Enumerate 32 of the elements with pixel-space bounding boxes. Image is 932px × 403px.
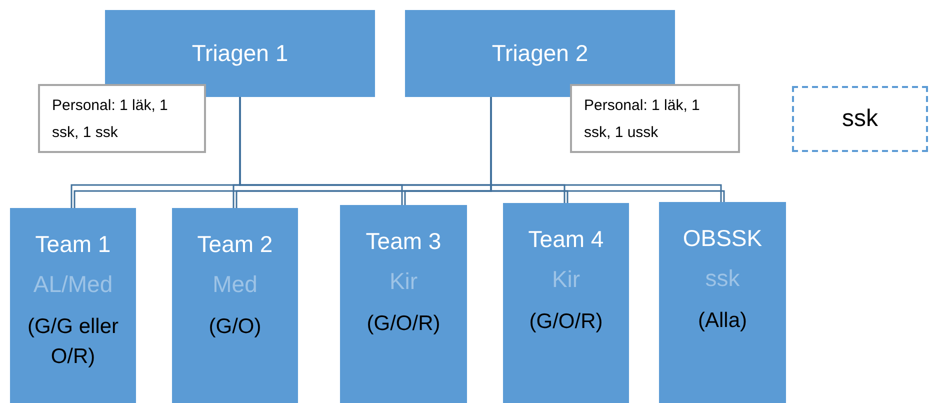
team-box: [340, 205, 467, 403]
team-title: OBSSK: [682, 224, 762, 253]
team-note: (G/G eller O/R): [26, 314, 120, 370]
team-subtitle: AL/Med: [33, 270, 113, 299]
box-label: Triagen 1: [192, 39, 288, 68]
team-title: Team 3: [366, 227, 442, 256]
team-subtitle: Kir: [389, 267, 418, 296]
triage-box: [405, 10, 675, 97]
team-box: [10, 208, 136, 403]
box-label: Triagen 2: [492, 39, 588, 68]
team-note: (G/O/R): [366, 311, 440, 337]
team-box: [172, 208, 298, 403]
team-title: Team 2: [197, 230, 273, 259]
team-title: Team 4: [528, 225, 604, 254]
note-box: [570, 84, 740, 153]
team-subtitle: ssk: [705, 264, 740, 293]
team-box: [659, 202, 786, 403]
note-text: Personal: 1 läk, 1 ssk, 1 ssk: [52, 96, 168, 142]
triage-box: [105, 10, 375, 97]
team-note: (G/O): [208, 314, 262, 340]
team-subtitle: Med: [212, 270, 258, 299]
note-text: Personal: 1 läk, 1 ssk, 1 ussk: [584, 96, 701, 142]
dashed-box: [792, 86, 928, 152]
connector-line: [239, 97, 722, 202]
team-note: (G/O/R): [529, 309, 603, 335]
team-title: Team 1: [35, 230, 111, 259]
team-subtitle: Kir: [552, 265, 580, 294]
box-label: ssk: [842, 104, 878, 134]
team-box: [503, 203, 629, 403]
note-box: [38, 84, 206, 153]
team-note: (Alla): [698, 308, 747, 334]
connector-line: [490, 97, 725, 202]
